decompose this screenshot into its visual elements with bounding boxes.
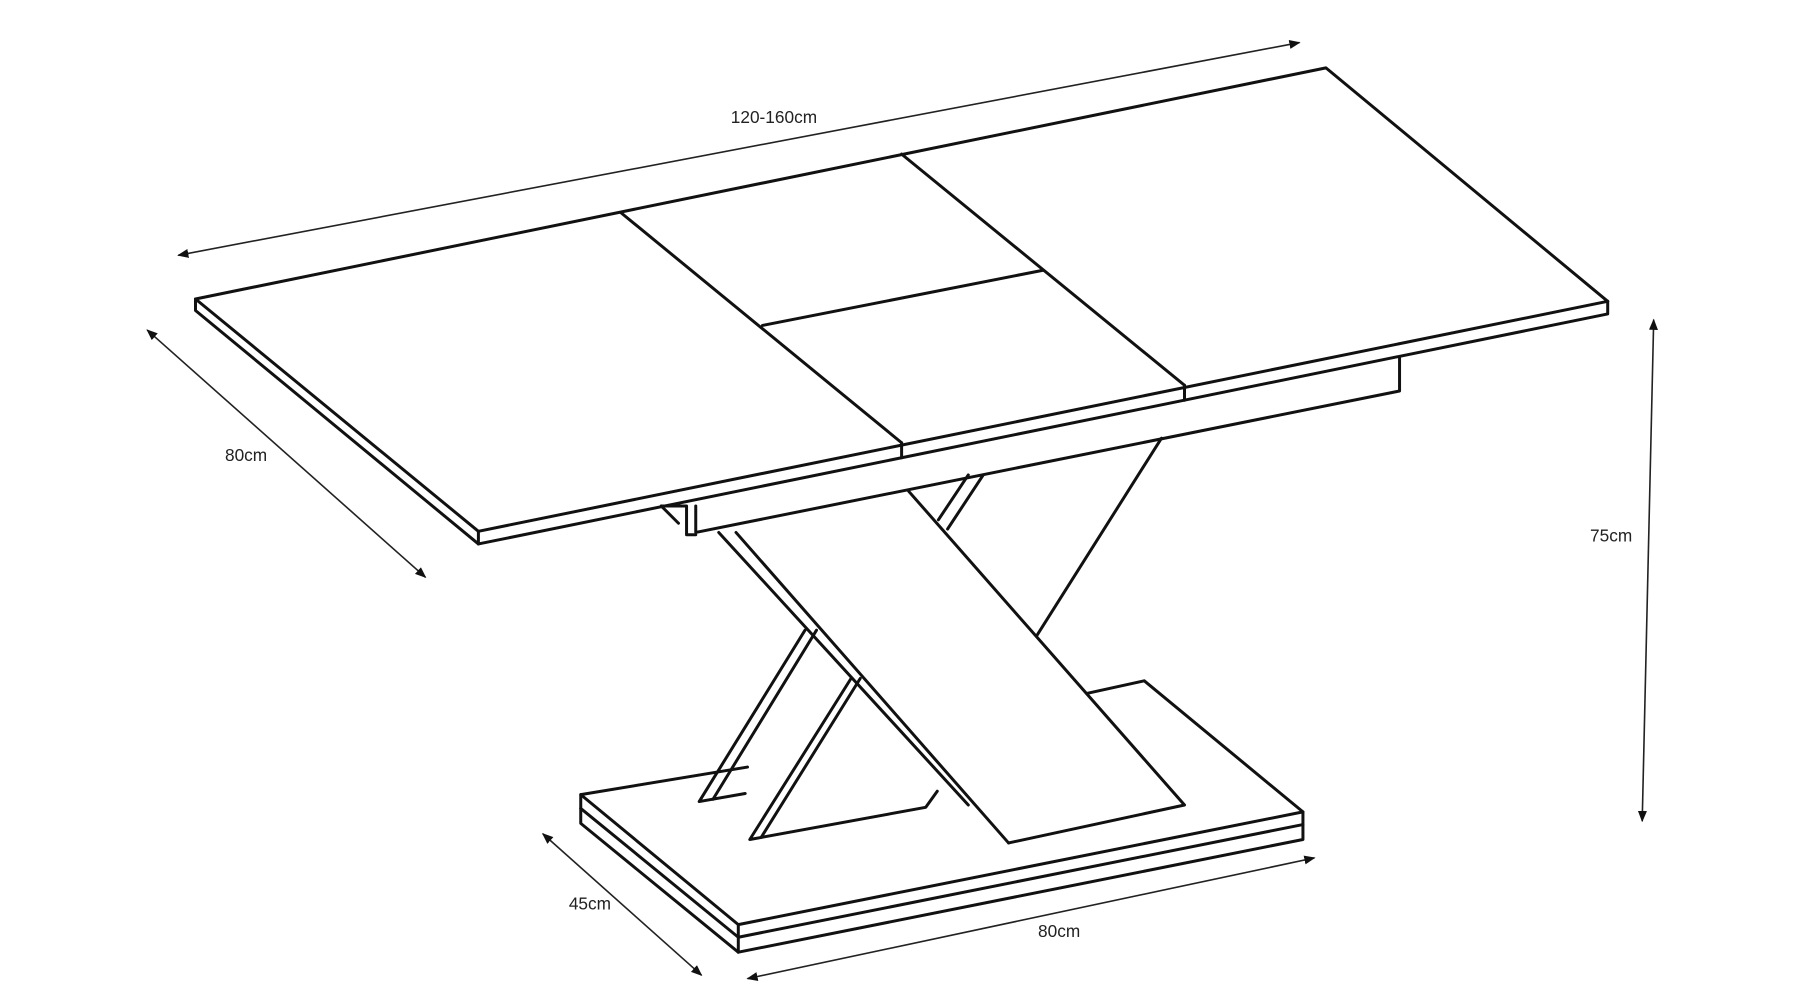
height-label: 75cm	[1590, 526, 1632, 546]
depth-label: 80cm	[225, 445, 267, 465]
base-plate	[579, 679, 1305, 954]
extension-seam-left	[619, 211, 904, 445]
base-width-label: 80cm	[1038, 921, 1080, 941]
apron	[659, 356, 1402, 537]
tabletop	[194, 66, 1610, 546]
length-arrow	[177, 40, 1301, 258]
base-depth-label: 45cm	[569, 894, 611, 914]
extension-leaf-seam	[760, 268, 1045, 327]
depth-arrow	[146, 329, 427, 579]
length-label: 120-160cm	[731, 107, 817, 127]
height-arrow	[1637, 318, 1658, 823]
dimension-lines	[146, 40, 1658, 981]
x-legs	[659, 436, 1186, 845]
base-depth-arrow	[541, 833, 703, 976]
base-width-arrow	[746, 855, 1316, 981]
